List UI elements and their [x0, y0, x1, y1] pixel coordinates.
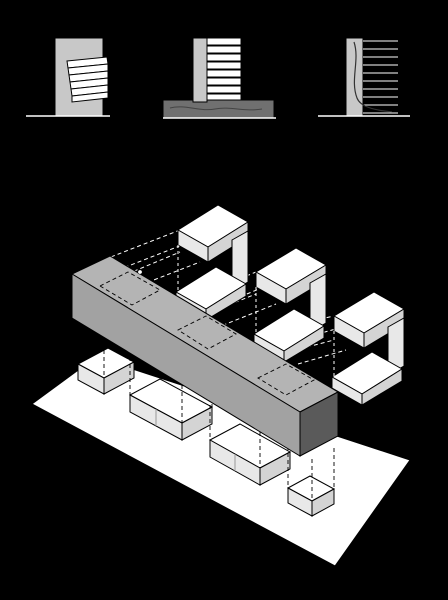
lower-volume-2 — [128, 378, 214, 441]
slab-end-face — [299, 391, 339, 457]
section-3-floor-lines — [363, 40, 398, 114]
lower-volume-1 — [76, 347, 136, 395]
section-1-stacked-floors — [66, 56, 109, 103]
section-panel-1 — [26, 37, 110, 117]
marker-dot — [137, 269, 143, 275]
slab-void-outlines — [99, 271, 315, 396]
section-panel-2 — [162, 37, 276, 119]
upper-volume-3 — [331, 291, 405, 406]
section-panel-3 — [318, 37, 410, 117]
axonometric-view — [31, 204, 411, 567]
lower-volume-3 — [208, 423, 292, 486]
section-3-curve — [353, 41, 393, 113]
upper-volume-2 — [253, 247, 327, 363]
section-2-floor-stack — [206, 37, 242, 101]
horizontal-slab — [70, 255, 340, 457]
lower-volume-4 — [286, 475, 336, 517]
section-2-core — [192, 37, 208, 103]
section-2-terrain — [169, 106, 263, 111]
